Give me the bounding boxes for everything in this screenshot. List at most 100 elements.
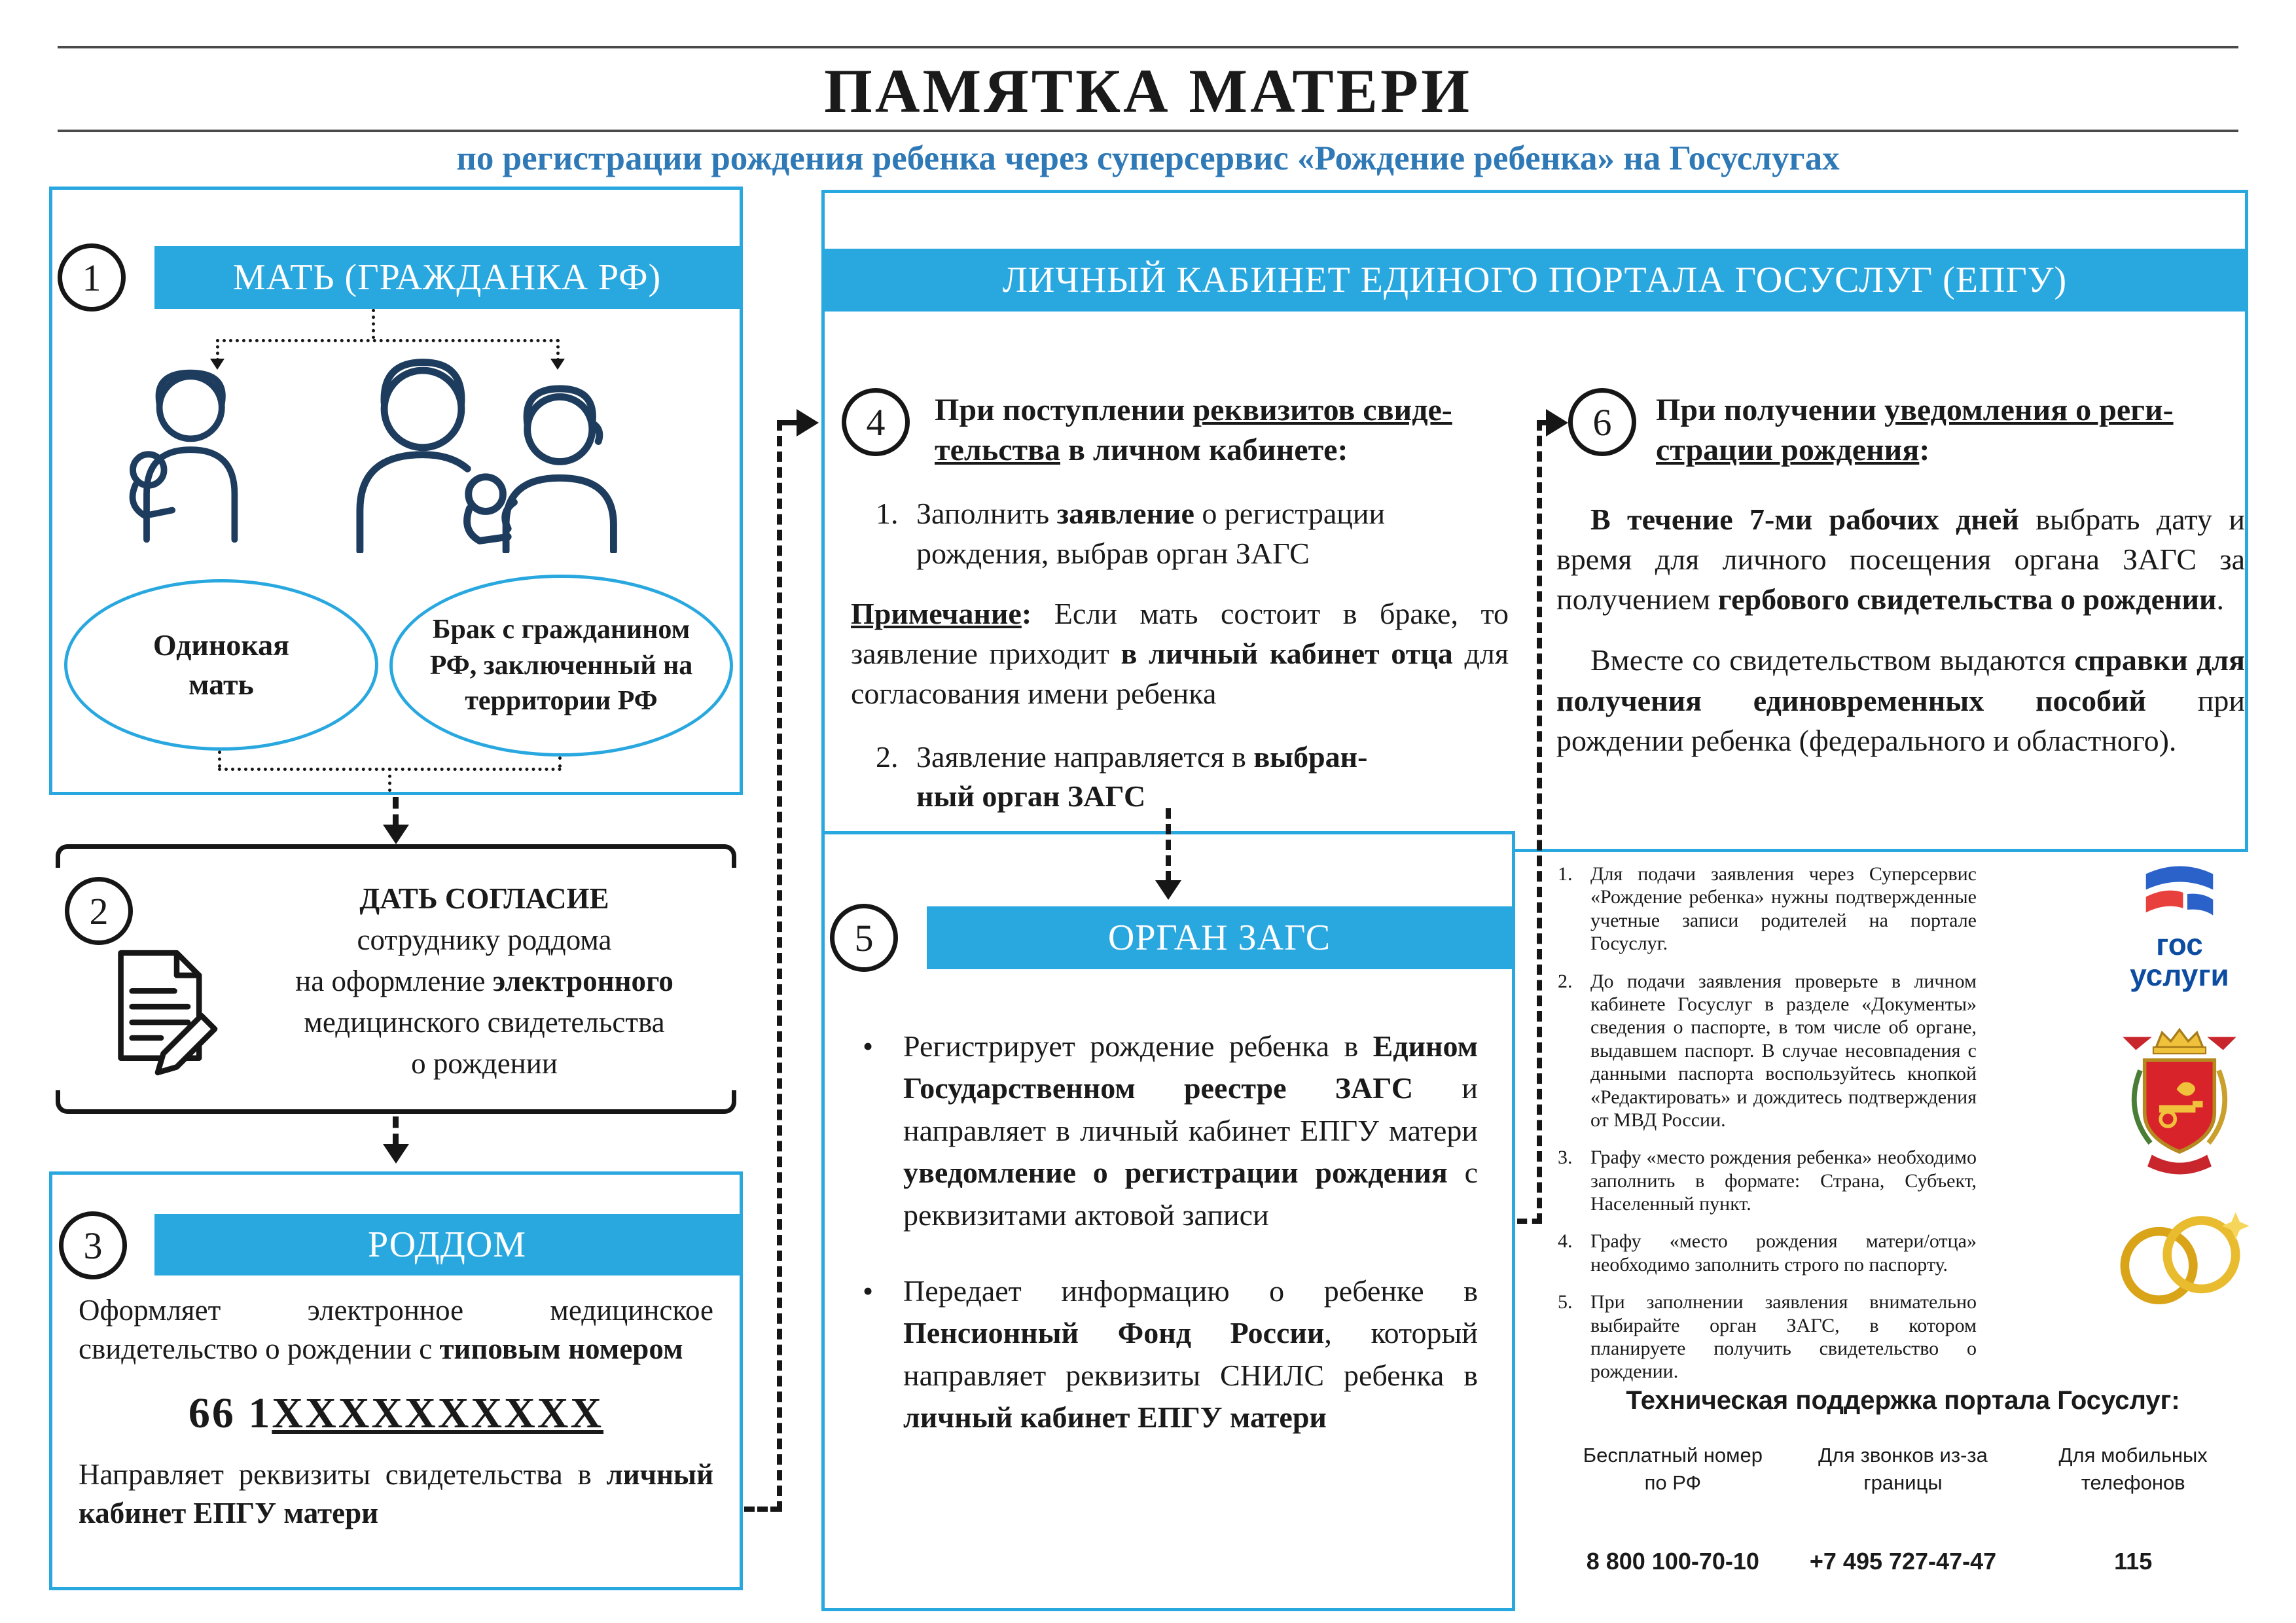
connector-step5-to-step6 — [1537, 420, 1542, 1224]
step2-number-badge: 2 — [65, 877, 133, 945]
bullet-marker: • — [863, 1274, 874, 1308]
arrow-head-icon — [1155, 880, 1181, 900]
dotted-connector — [216, 339, 560, 342]
dotted-connector — [558, 757, 562, 768]
step5-body: • Регистрирует рождение ребенка в Едином… — [863, 1026, 1478, 1473]
list-item-text: Заполнить заявление о регистрации рожден… — [916, 496, 1386, 570]
note-text: При заполнении заявления внимательно выб… — [1590, 1291, 1977, 1383]
notes-list: 1. Для подачи заявления через Суперсерви… — [1558, 863, 1977, 1398]
bracket-top — [56, 844, 736, 868]
step3-paragraph: Оформляет электронное медицинское свидет… — [79, 1294, 713, 1366]
step5-number-badge: 5 — [830, 904, 898, 972]
step6-paragraph: Вместе со свидетельством выдаются справк… — [1556, 643, 2245, 757]
mother-with-baby-icon — [129, 369, 238, 543]
step6-section: При получении уведомления о реги-страции… — [1556, 391, 2245, 760]
arrow-head-icon — [550, 359, 565, 370]
step3-header: РОДДОМ — [154, 1214, 740, 1275]
gosuslugi-mark-icon — [2145, 866, 2214, 916]
title-divider — [58, 130, 2238, 132]
top-divider — [58, 46, 2238, 48]
support-phone: 8 800 100-70-10 — [1586, 1547, 1759, 1575]
bullet-text: Передает информацию о ребенке в Пенсионн… — [903, 1274, 1478, 1435]
connector-step3-to-step4 — [744, 1507, 781, 1512]
arrow-head-icon — [383, 1144, 409, 1164]
dotted-connector — [216, 339, 219, 361]
step6-number-badge: 6 — [1568, 388, 1636, 456]
gosuslugi-word-top: гос — [2156, 927, 2203, 961]
certificate-number: 66 1ХХХХХХХХХХ — [188, 1389, 604, 1437]
arrow-head-icon — [383, 825, 409, 844]
note-text: До подачи заявления проверьте в личном к… — [1590, 970, 1977, 1131]
page-title: ПАМЯТКА МАТЕРИ — [824, 56, 1472, 126]
note-text: Графу «место рождения ребенка» необходим… — [1590, 1147, 1977, 1215]
step4-list-item: 1. Заполнить заявление о регистрации рож… — [851, 494, 1509, 573]
dotted-connector — [372, 309, 375, 339]
arrow-head-icon — [210, 359, 224, 370]
step4-section: При поступлении реквизитов свиде-тельств… — [851, 391, 1509, 817]
connector-step4-to-step5 — [1166, 808, 1171, 882]
step6-paragraph: В течение 7-ми рабочих дней выбрать дату… — [1556, 502, 2245, 616]
support-block: Техническая поддержка портала Госуслуг: … — [1558, 1386, 2248, 1575]
step5-bullet: • Регистрирует рождение ребенка в Едином… — [863, 1026, 1478, 1236]
epgu-header: ЛИЧНЫЙ КАБИНЕТ ЕДИНОГО ПОРТАЛА ГОСУСЛУГ … — [825, 249, 2245, 312]
support-phone: +7 495 727-47-47 — [1809, 1547, 1997, 1575]
note-item: 1. Для подачи заявления через Суперсерви… — [1558, 863, 1977, 955]
note-item: 2. До подачи заявления проверьте в лично… — [1558, 970, 1977, 1132]
dotted-connector — [218, 751, 221, 768]
bullet-marker: • — [863, 1029, 874, 1063]
step5-header: ОРГАН ЗАГС — [927, 906, 1512, 969]
note-item: 5. При заполнении заявления внимательно … — [1558, 1291, 1977, 1383]
step6-heading: При получении уведомления о реги-страции… — [1656, 393, 2174, 467]
step4-number-badge: 4 — [842, 388, 910, 456]
note-item: 4. Графу «место рождения матери/отца» не… — [1558, 1230, 1977, 1276]
note-text: Графу «место рождения матери/отца» необх… — [1590, 1230, 1977, 1275]
arrow-step1-to-step2 — [393, 797, 399, 826]
support-title: Техническая поддержка портала Госуслуг: — [1626, 1386, 2180, 1415]
step4-note: Примечание: Если мать состоит в браке, т… — [851, 597, 1509, 710]
gosuslugi-logo: гос услуги — [2130, 864, 2229, 991]
note-item: 3. Графу «место рождения ребенка» необхо… — [1558, 1146, 1977, 1215]
document-pen-icon — [118, 950, 218, 1076]
step4-list-item: 2. Заявление направляется в выбран-ный о… — [851, 738, 1509, 817]
dotted-connector — [556, 339, 560, 361]
step5-bullet: • Передает информацию о ребенке в Пенсио… — [863, 1270, 1478, 1439]
list-item-text: Заявление направляется в выбран-ный орга… — [916, 740, 1368, 813]
bullet-text: Регистрирует рождение ребенка в Едином Г… — [903, 1029, 1478, 1232]
note-text: Для подачи заявления через Суперсервис «… — [1590, 863, 1977, 955]
list-item-number: 2. — [876, 740, 899, 774]
gosuslugi-word-bottom: услуги — [2130, 957, 2229, 992]
family-icon — [356, 359, 617, 553]
step3-body: Оформляет электронное медицинское свидет… — [79, 1291, 713, 1533]
step1-header: МАТЬ (ГРАЖДАНКА РФ) — [154, 246, 740, 309]
support-phone: 115 — [2114, 1547, 2153, 1575]
note-number: 1. — [1558, 863, 1573, 885]
note-number: 2. — [1558, 970, 1573, 992]
note-number: 4. — [1558, 1230, 1573, 1253]
step4-heading: При поступлении реквизитов свиде-тельств… — [935, 393, 1452, 467]
note-number: 3. — [1558, 1147, 1573, 1169]
connector-step3-to-step4 — [777, 420, 782, 1512]
wedding-rings-icon — [2120, 1212, 2250, 1304]
epgu-account-block: ЛИЧНЫЙ КАБИНЕТ ЕДИНОГО ПОРТАЛА ГОСУСЛУГ … — [821, 190, 2248, 852]
step3-paragraph: Направляет реквизиты свидетельства в лич… — [79, 1457, 713, 1530]
gosuslugi-wordmark: гос услуги — [2130, 929, 2229, 991]
connector-step5-to-step6 — [1539, 420, 1549, 425]
page-subtitle: по регистрации рождения ребенка через су… — [456, 139, 1840, 177]
connector-step5-to-step6 — [1517, 1219, 1542, 1224]
connector-step3-to-step4 — [780, 420, 797, 425]
list-item-number: 1. — [876, 496, 899, 530]
arrow-head-icon — [1546, 409, 1568, 437]
step3-maternity-hospital-block: 3 РОДДОМ Оформляет электронное медицинск… — [49, 1171, 743, 1590]
step3-number-badge: 3 — [59, 1211, 127, 1279]
